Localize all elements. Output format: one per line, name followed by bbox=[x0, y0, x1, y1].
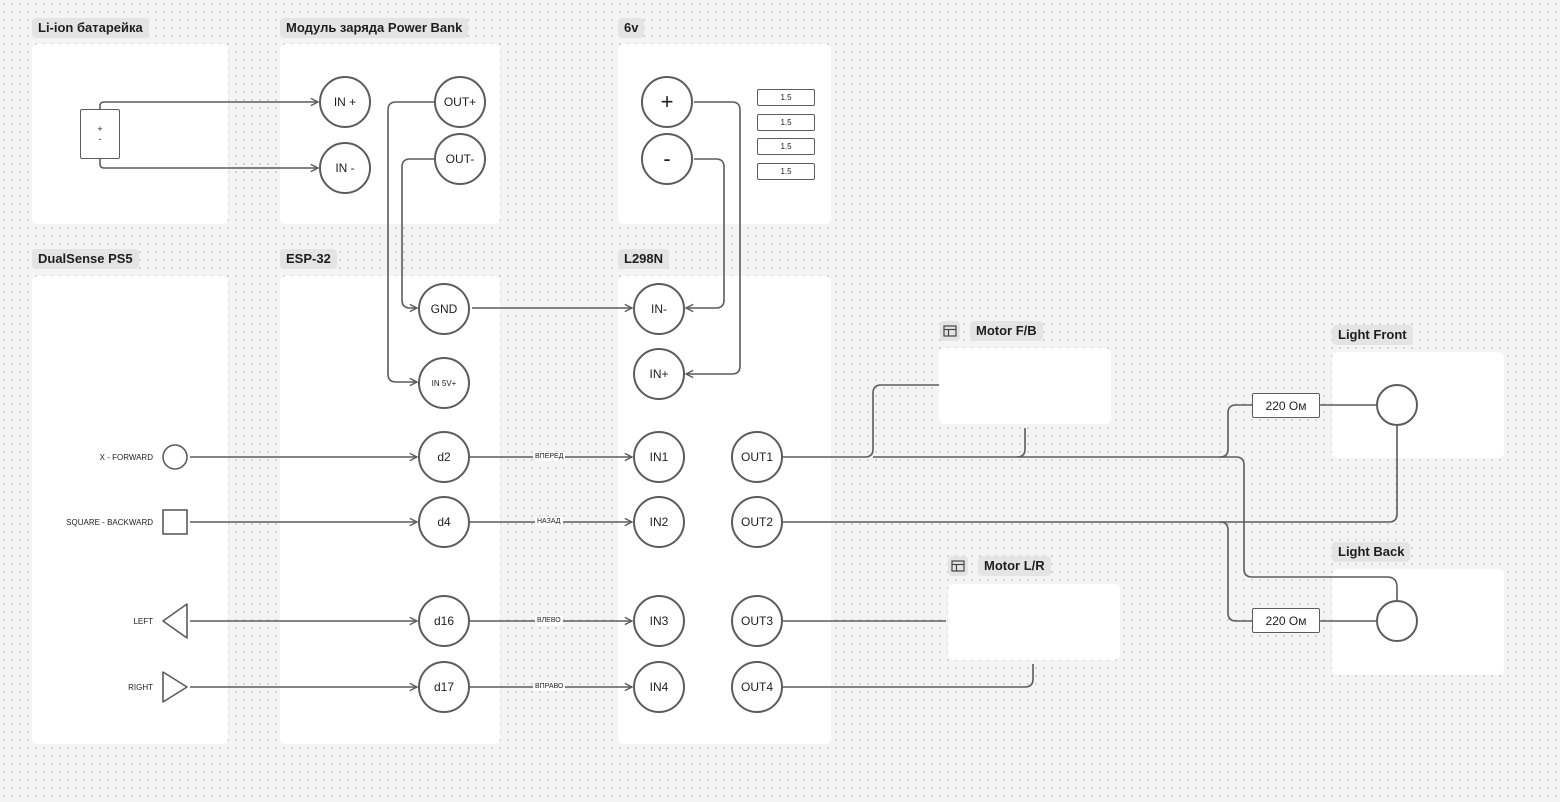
wire-out4-motor bbox=[783, 664, 1034, 688]
forward-button-label: X - FORWARD bbox=[99, 453, 153, 462]
motor-fb-component-icon[interactable] bbox=[940, 321, 960, 341]
wire-label-forward: ВПЕРЕД bbox=[533, 452, 566, 461]
wire-out2-back-res bbox=[1219, 521, 1252, 622]
supply-cell-3[interactable]: 1.5 bbox=[757, 138, 815, 155]
left-button-label: LEFT bbox=[133, 617, 153, 626]
front-light-led[interactable] bbox=[1376, 384, 1418, 426]
right-button-label: RIGHT bbox=[128, 683, 153, 692]
wire-out1-motor-a bbox=[783, 384, 939, 458]
motor-lr-frame bbox=[948, 584, 1120, 660]
right-triangle-icon bbox=[162, 671, 188, 703]
motor-lr-component-icon[interactable] bbox=[948, 556, 968, 576]
back-light-led[interactable] bbox=[1376, 600, 1418, 642]
battery-frame-label[interactable]: Li-ion батарейка bbox=[32, 18, 149, 38]
driver-frame-label[interactable]: L298N bbox=[618, 249, 670, 269]
esp-d2[interactable]: d2 bbox=[418, 431, 470, 483]
driver-out2[interactable]: OUT2 bbox=[731, 496, 783, 548]
wire-out-minus-gnd bbox=[401, 158, 434, 308]
wire-out2-front-light bbox=[783, 426, 1398, 523]
supply-frame-label[interactable]: 6v bbox=[618, 18, 645, 38]
back-resistor[interactable]: 220 Ом bbox=[1252, 608, 1320, 633]
motor-lr-frame-label[interactable]: Motor L/R bbox=[978, 556, 1051, 576]
wire-supply-plus bbox=[686, 101, 741, 374]
battery-plus-sign: + bbox=[97, 124, 103, 134]
cross-button-icon bbox=[162, 444, 188, 470]
esp-d4[interactable]: d4 bbox=[418, 496, 470, 548]
motor-fb-frame-label[interactable]: Motor F/B bbox=[970, 321, 1043, 341]
light-back-frame-label[interactable]: Light Back bbox=[1332, 542, 1411, 562]
wire-battery-minus bbox=[99, 159, 318, 168]
supply-cell-4[interactable]: 1.5 bbox=[757, 163, 815, 180]
battery-minus-sign: - bbox=[98, 134, 102, 144]
wire-out1-front-res bbox=[1219, 404, 1252, 458]
charger-out-plus[interactable]: OUT+ bbox=[434, 76, 486, 128]
driver-out3[interactable]: OUT3 bbox=[731, 595, 783, 647]
controller-frame-label[interactable]: DualSense PS5 bbox=[32, 249, 139, 269]
front-resistor[interactable]: 220 Ом bbox=[1252, 393, 1320, 418]
supply-minus[interactable]: - bbox=[641, 133, 693, 185]
wire-label-backward: НАЗАД bbox=[535, 517, 563, 526]
backward-button-label: SQUARE - BACKWARD bbox=[66, 518, 153, 527]
wire-supply-minus bbox=[686, 158, 725, 308]
esp-gnd[interactable]: GND bbox=[418, 283, 470, 335]
light-back-frame bbox=[1332, 569, 1504, 675]
square-button-icon bbox=[162, 509, 188, 535]
wire-out1-motor-b bbox=[1016, 428, 1026, 458]
esp-frame-label[interactable]: ESP-32 bbox=[280, 249, 337, 269]
driver-in-minus[interactable]: IN- bbox=[633, 283, 685, 335]
controller-button-icons bbox=[162, 444, 188, 703]
charger-in-plus[interactable]: IN + bbox=[319, 76, 371, 128]
supply-cell-1[interactable]: 1.5 bbox=[757, 89, 815, 106]
driver-out1[interactable]: OUT1 bbox=[731, 431, 783, 483]
esp-d17[interactable]: d17 bbox=[418, 661, 470, 713]
charger-in-minus[interactable]: IN - bbox=[319, 142, 371, 194]
controller-frame bbox=[32, 276, 228, 744]
driver-in3[interactable]: IN3 bbox=[633, 595, 685, 647]
charger-out-minus[interactable]: OUT- bbox=[434, 133, 486, 185]
driver-in4[interactable]: IN4 bbox=[633, 661, 685, 713]
driver-in1[interactable]: IN1 bbox=[633, 431, 685, 483]
esp-d16[interactable]: d16 bbox=[418, 595, 470, 647]
esp-in5v[interactable]: IN 5V+ bbox=[418, 357, 470, 409]
wire-label-right: ВПРАВО bbox=[533, 682, 566, 691]
driver-in-plus[interactable]: IN+ bbox=[633, 348, 685, 400]
light-front-frame-label[interactable]: Light Front bbox=[1332, 325, 1413, 345]
wire-label-left: ВЛЕВО bbox=[535, 616, 563, 625]
wire-out-plus-5v bbox=[387, 101, 434, 382]
charger-frame-label[interactable]: Модуль заряда Power Bank bbox=[280, 18, 469, 38]
battery-frame bbox=[32, 44, 228, 224]
supply-cell-2[interactable]: 1.5 bbox=[757, 114, 815, 131]
driver-in2[interactable]: IN2 bbox=[633, 496, 685, 548]
wire-battery-plus bbox=[99, 102, 318, 109]
battery-cell[interactable]: + - bbox=[80, 109, 120, 159]
left-triangle-icon bbox=[162, 603, 188, 639]
wire-out1-main bbox=[873, 456, 1398, 600]
driver-out4[interactable]: OUT4 bbox=[731, 661, 783, 713]
supply-plus[interactable]: + bbox=[641, 76, 693, 128]
motor-fb-frame bbox=[939, 348, 1111, 424]
